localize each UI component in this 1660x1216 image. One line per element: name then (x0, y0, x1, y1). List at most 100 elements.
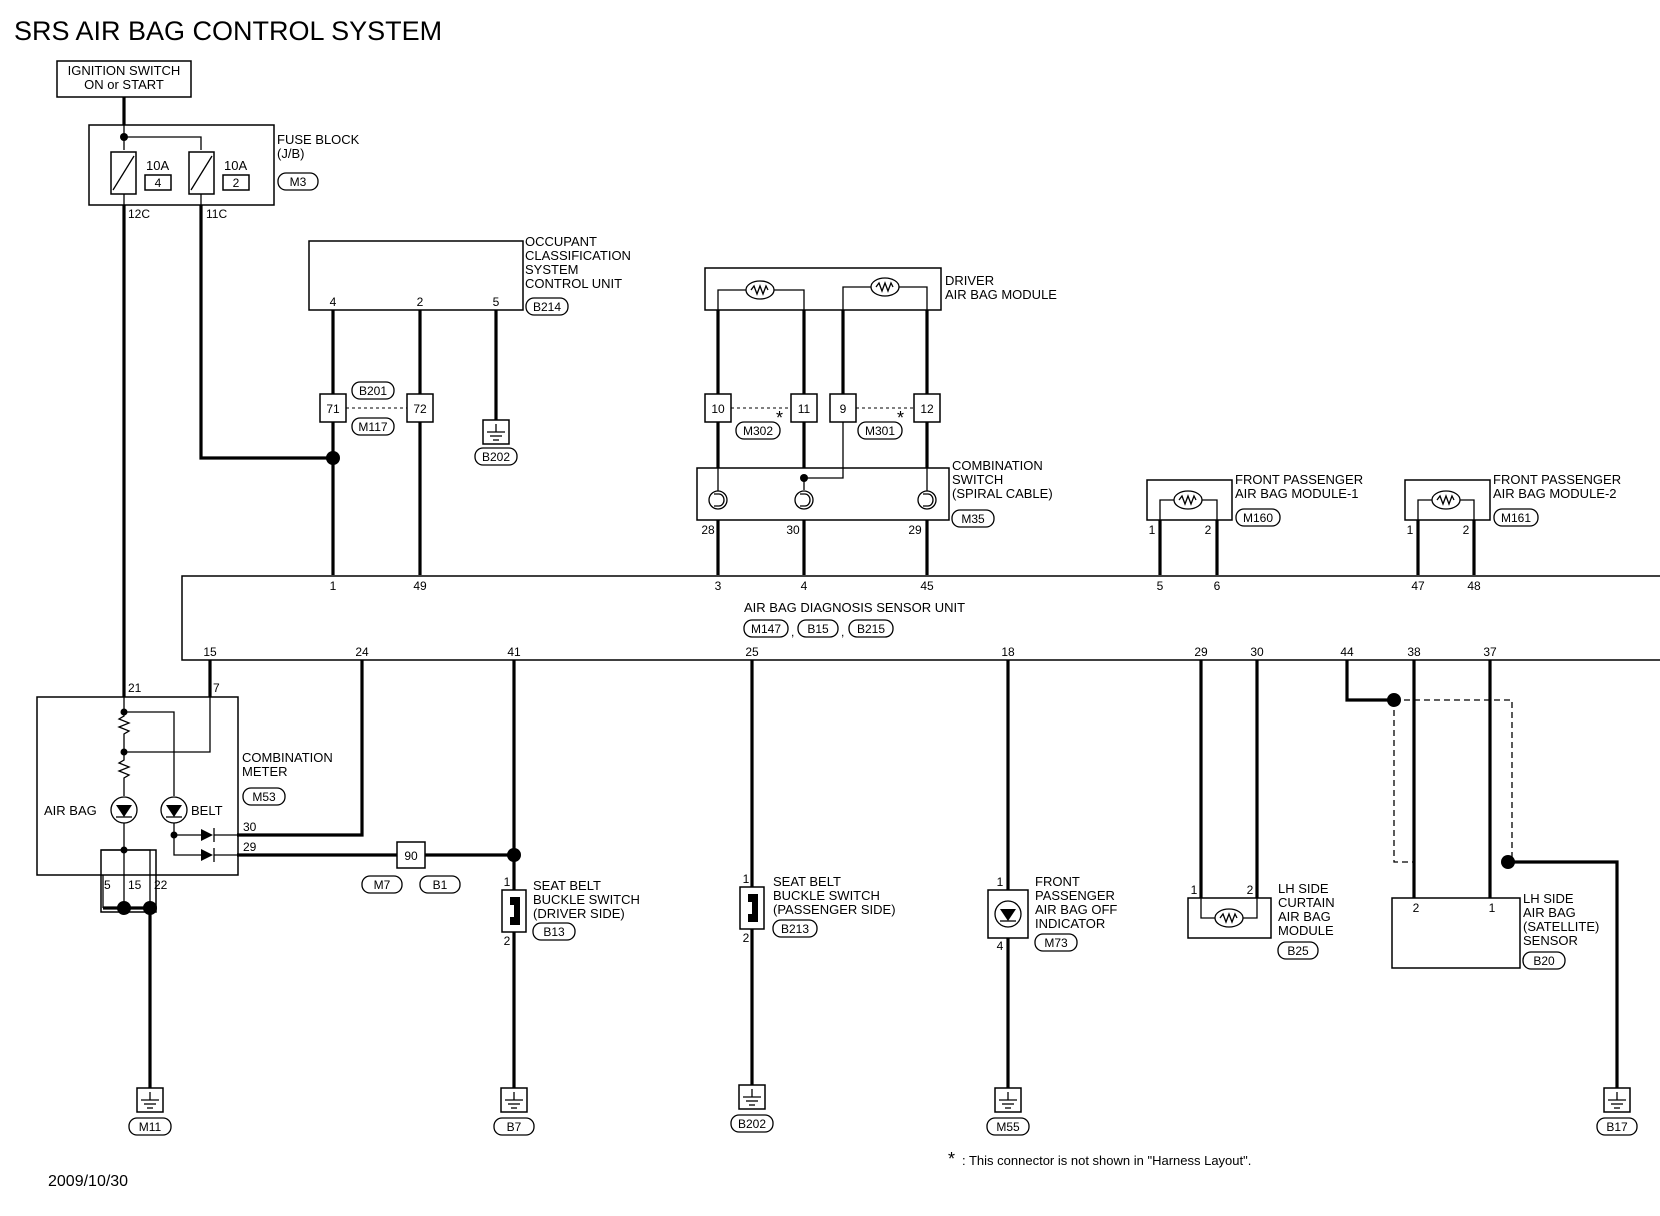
ocs-pin-5: 5 (493, 295, 500, 309)
footnote: : This connector is not shown in "Harnes… (962, 1153, 1251, 1168)
fuse1-amp: 10A (146, 158, 169, 173)
buckle-switch-icon (510, 897, 520, 925)
fp1-connector: M160 (1243, 511, 1273, 525)
buckle-switch-icon (748, 894, 758, 922)
meter-label-2: METER (242, 764, 288, 779)
meter-pin-29: 29 (243, 840, 257, 854)
meter-pin-30: 30 (243, 820, 257, 834)
ground-b202-top-label: B202 (482, 450, 510, 464)
fpo-label-2: PASSENGER (1035, 888, 1115, 903)
fpo-pin-1: 1 (997, 875, 1004, 889)
adu-pin-30: 30 (1250, 645, 1264, 659)
ground-b202: B202 (730, 1084, 774, 1133)
cs-label-1: COMBINATION (952, 458, 1043, 473)
lhc-connector: B25 (1287, 944, 1309, 958)
lh-side-air-bag-satellite-sensor: 2 1 LH SIDE AIR BAG (SATELLITE) SENSOR B… (1387, 693, 1599, 970)
adu-pin-49: 49 (413, 579, 427, 593)
seat-belt-buckle-switch-passenger: 1 2 SEAT BELT BUCKLE SWITCH (PASSENGER S… (739, 872, 896, 945)
occupant-classification-unit: 4 2 5 OCCUPANT CLASSIFICATION SYSTEM CON… (308, 234, 631, 316)
combination-meter: 21 7 AIR BAG BELT (36, 681, 333, 915)
lhs-label-1: LH SIDE (1523, 891, 1574, 906)
adu-pin-4: 4 (801, 579, 808, 593)
lhc-label-2: CURTAIN (1278, 895, 1335, 910)
cs-label-3: (SPIRAL CABLE) (952, 486, 1053, 501)
joint-connector-90: 90 M7 B1 (361, 841, 521, 894)
lhc-label-3: AIR BAG (1278, 909, 1331, 924)
adu-pin-48: 48 (1467, 579, 1481, 593)
meter-pin-22: 22 (154, 878, 168, 892)
front-passenger-air-bag-off-indicator: 1 4 FRONT PASSENGER AIR BAG OFF INDICATO… (987, 874, 1117, 953)
lhs-pin-2: 2 (1413, 901, 1420, 915)
fuse2-amp: 10A (224, 158, 247, 173)
fp1-pin-1: 1 (1149, 523, 1156, 537)
adu-connector-sep: , (841, 625, 844, 639)
fuse-block-jb-label: (J/B) (277, 146, 304, 161)
cs-pin-30: 30 (786, 523, 800, 537)
sbd-label-1: SEAT BELT (533, 878, 601, 893)
meter-airbag-label: AIR BAG (44, 803, 97, 818)
air-bag-diagnosis-sensor-unit: 1 49 3 4 45 5 6 47 48 AIR BAG DIAGNOSIS … (181, 575, 1660, 661)
wires (103, 97, 1619, 1088)
sbp-label-3: (PASSENGER SIDE) (773, 902, 896, 917)
fp2-label-1: FRONT PASSENGER (1493, 472, 1621, 487)
fpo-label-4: INDICATOR (1035, 916, 1105, 931)
squib-icon (1214, 908, 1244, 928)
squib-icon (1431, 490, 1461, 510)
adu-pin-6: 6 (1214, 579, 1221, 593)
m302-pin-11: 11 (798, 402, 811, 416)
fp2-pin-2: 2 (1463, 523, 1470, 537)
adu-connector-b15: B15 (807, 622, 829, 636)
connector-m301: M301 (865, 424, 895, 438)
meter-label-1: COMBINATION (242, 750, 333, 765)
connector-b201: B201 (359, 384, 387, 398)
sbd-label-2: BUCKLE SWITCH (533, 892, 640, 907)
lhs-label-2: AIR BAG (1523, 905, 1576, 920)
squib-icon (1173, 490, 1203, 510)
spiral-cable-icon (708, 490, 728, 510)
ground-b7-label: B7 (507, 1120, 522, 1134)
seat-belt-warning-lamp-icon (160, 796, 188, 824)
cs-label-2: SWITCH (952, 472, 1003, 487)
sbp-pin-1: 1 (743, 872, 750, 886)
meter-pin-7: 7 (213, 681, 220, 695)
sbp-pin-2: 2 (743, 931, 750, 945)
ignition-switch: IGNITION SWITCH ON or START (56, 60, 192, 98)
cs-pin-29: 29 (908, 523, 922, 537)
diode-icon (201, 848, 215, 862)
lhs-label-4: SENSOR (1523, 933, 1578, 948)
adu-connector-m147: M147 (751, 622, 781, 636)
adu-pin-29: 29 (1194, 645, 1208, 659)
adu-pin-47: 47 (1411, 579, 1425, 593)
fuse2-number: 2 (233, 176, 240, 190)
fp2-connector: M161 (1501, 511, 1531, 525)
squib-icon (745, 280, 775, 300)
sbp-label-1: SEAT BELT (773, 874, 841, 889)
connector-m302: M302 (743, 424, 773, 438)
fuse-block: 10A 4 10A 2 FUSE BLOCK (J/B) M3 12C 11C (88, 97, 360, 221)
lhs-connector: B20 (1533, 954, 1555, 968)
diagram-title: SRS AIR BAG CONTROL SYSTEM (14, 16, 442, 46)
lhc-label-1: LH SIDE (1278, 881, 1329, 896)
squib-icon (870, 277, 900, 297)
adu-connector-sep: , (791, 625, 794, 639)
jc-pin-71: 71 (326, 402, 340, 416)
fuse1-number: 4 (155, 176, 162, 190)
adu-pin-38: 38 (1407, 645, 1421, 659)
jc90-pin: 90 (404, 849, 418, 863)
ground-m11: M11 (128, 1087, 172, 1136)
ocs-pin-4: 4 (330, 295, 337, 309)
spiral-cable-icon (917, 490, 937, 510)
meter-connector: M53 (252, 790, 276, 804)
meter-pin-15: 15 (128, 878, 142, 892)
fpo-label-1: FRONT (1035, 874, 1080, 889)
cs-connector: M35 (961, 512, 985, 526)
spiral-cable-icon (794, 490, 814, 510)
ground-b7: B7 (493, 1087, 535, 1136)
sbd-connector: B13 (543, 925, 565, 939)
ocs-label-4: CONTROL UNIT (525, 276, 622, 291)
adu-pin-45: 45 (920, 579, 934, 593)
adu-connector-b215: B215 (857, 622, 885, 636)
fp2-pin-1: 1 (1407, 523, 1414, 537)
meter-pin-5: 5 (104, 878, 111, 892)
